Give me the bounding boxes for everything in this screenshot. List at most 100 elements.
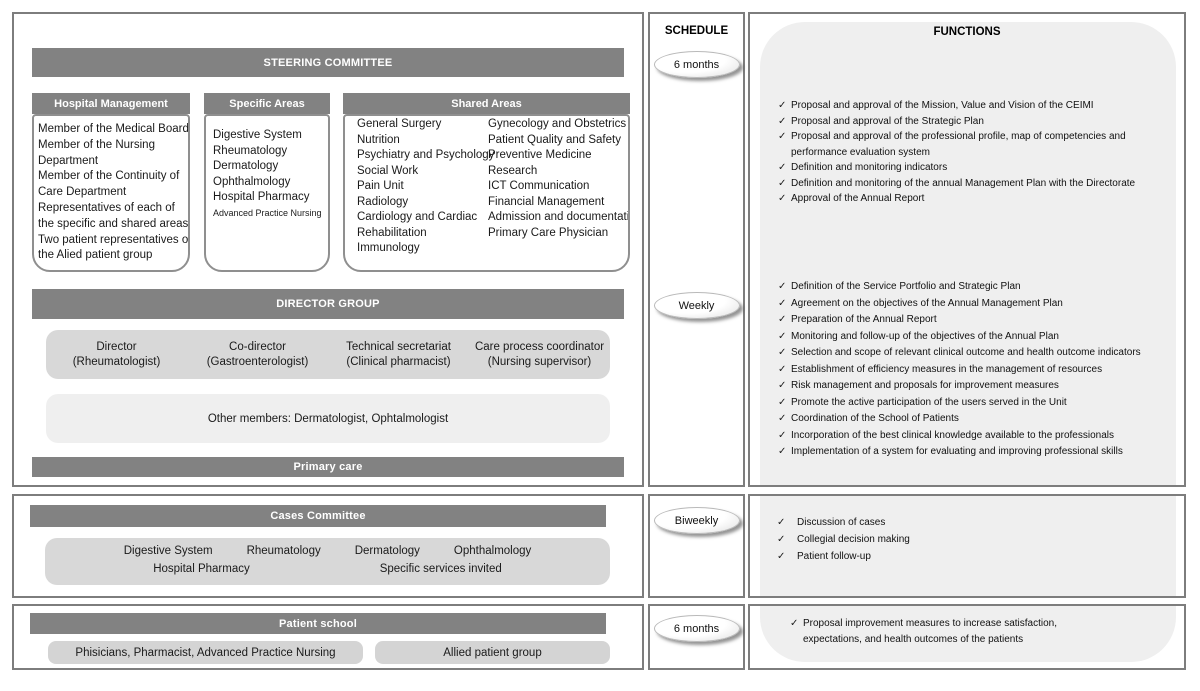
check-icon: ✓ <box>778 396 787 408</box>
check-icon: ✓ <box>778 347 787 358</box>
director-roles: Director (Rheumatologist) Co-director (G… <box>46 330 610 379</box>
role-title: Technical secretariat <box>346 341 451 353</box>
function-item: ✓ Risk management and proposals for impr… <box>778 378 1166 395</box>
list-item: the specific and shared areas <box>38 217 189 230</box>
cases-item: Digestive System <box>123 545 213 557</box>
schedule-cell-3: 6 months <box>648 604 745 670</box>
specific-areas-small-item: Advanced Practice Nursing <box>213 207 322 218</box>
function-text: Coordination of the School of Patients <box>791 413 959 424</box>
function-item: ✓ Patient follow-up <box>777 548 1157 565</box>
list-item: General Surgery <box>357 118 442 130</box>
role-subtitle: (Nursing supervisor) <box>487 355 592 368</box>
function-item: ✓ Monitoring and follow-up of the object… <box>778 329 1166 346</box>
director-functions-list: ✓ Definition of the Service Portfolio an… <box>778 279 1166 461</box>
patient-school-patient-box: Allied patient group <box>375 641 610 664</box>
cases-item: Specific services invited <box>379 563 502 575</box>
list-item: Patient Quality and Safety <box>488 133 621 146</box>
list-item: Gynecology and Obstetrics <box>488 118 627 130</box>
function-text: Patient follow-up <box>797 551 871 562</box>
check-icon: ✓ <box>778 446 787 457</box>
schedule-cell-2: Biweekly <box>648 494 745 598</box>
function-text: Proposal and approval of the Mission, Va… <box>791 100 1094 111</box>
function-text: Proposal and approval of the professiona… <box>791 131 1126 158</box>
hospital-management-group: Hospital Management Member of the Medica… <box>32 93 190 272</box>
function-item: ✓ Selection and scope of relevant clinic… <box>778 345 1166 362</box>
role-title: Co-director <box>229 341 286 353</box>
schedule-badge: 6 months <box>653 51 740 78</box>
cases-item: Hospital Pharmacy <box>153 563 250 575</box>
function-item: ✓ Proposal and approval of the professio… <box>778 129 1160 160</box>
check-icon: ✓ <box>778 100 787 111</box>
role-subtitle: (Clinical pharmacist) <box>346 355 451 368</box>
function-text: Establishment of efficiency measures in … <box>791 363 1103 375</box>
schedule-title: SCHEDULE <box>664 25 729 37</box>
check-icon: ✓ <box>778 193 787 204</box>
role-subtitle: (Gastroenterologist) <box>206 355 309 368</box>
director-group-roles-box: Director (Rheumatologist) Co-director (G… <box>46 330 610 379</box>
function-text: Agreement on the objectives of the Annua… <box>791 297 1063 309</box>
function-text: Definition of the Service Portfolio and … <box>791 281 1021 292</box>
list-item: Hospital Pharmacy <box>213 191 310 203</box>
function-text: Selection and scope of relevant clinical… <box>791 347 1141 358</box>
function-item: ✓ Incorporation of the best clinical kno… <box>778 428 1166 445</box>
list-item: Rehabilitation <box>357 226 427 239</box>
list-item: Representatives of each of <box>38 201 175 214</box>
function-text: Proposal improvement measures to increas… <box>803 618 1058 645</box>
functions-cell-1: FUNCTIONS ✓ Proposal and approval of the… <box>748 12 1186 487</box>
role-title: Care process coordinator <box>474 341 605 353</box>
patient-school-staff-box: Phisicians, Pharmacist, Advanced Practic… <box>48 641 363 664</box>
list-item: Social Work <box>357 164 419 177</box>
function-text: Incorporation of the best clinical knowl… <box>791 429 1114 441</box>
cases-item: Rheumatology <box>246 545 321 557</box>
role-subtitle: (Rheumatologist) <box>72 355 161 368</box>
list-item: Care Department <box>38 186 127 199</box>
steering-functions-list: ✓ Proposal and approval of the Mission, … <box>778 98 1160 207</box>
patient-school-header: Patient school <box>30 613 606 634</box>
hospital-management-title: Hospital Management <box>32 93 190 114</box>
shared-areas-title: Shared Areas <box>343 93 630 114</box>
function-text: Monitoring and follow-up of the objectiv… <box>791 330 1059 342</box>
check-icon: ✓ <box>778 177 787 189</box>
function-text: Approval of the Annual Report <box>791 193 925 204</box>
list-item: Member of the Nursing <box>38 138 155 151</box>
function-text: Collegial decision making <box>797 534 910 545</box>
list-item: Two patient representatives of <box>38 233 190 246</box>
primary-care-bar: Primary care <box>32 457 624 477</box>
functions-title: FUNCTIONS <box>933 26 1001 38</box>
check-icon: ✓ <box>790 618 799 629</box>
cases-item: Dermatology <box>354 545 420 557</box>
check-icon: ✓ <box>778 297 787 309</box>
function-item: ✓ Proposal and approval of the Strategic… <box>778 114 1160 130</box>
list-item: Immunology <box>357 242 420 254</box>
check-icon: ✓ <box>778 131 787 142</box>
director-group-header: DIRECTOR GROUP <box>32 289 624 319</box>
function-item: ✓ Promote the active participation of th… <box>778 395 1166 412</box>
list-item: Digestive System <box>213 129 302 141</box>
function-item: ✓ Proposal and approval of the Mission, … <box>778 98 1160 114</box>
list-item: ICT Communication <box>488 180 590 192</box>
function-item: ✓ Definition and monitoring of the annua… <box>778 176 1160 192</box>
role-title: Director <box>96 341 137 353</box>
other-members-box: Other members: Dermatologist, Ophtalmolo… <box>46 394 610 443</box>
function-item: ✓ Implementation of a system for evaluat… <box>778 444 1166 461</box>
cases-row-2: Hospital Pharmacy Specific services invit… <box>45 563 610 575</box>
schedule-badge: Weekly <box>653 292 740 319</box>
list-item: Nutrition <box>357 133 400 146</box>
function-item: ✓ Definition of the Service Portfolio an… <box>778 279 1166 296</box>
functions-background <box>760 22 1176 485</box>
list-item: Member of the Continuity of <box>38 170 180 183</box>
function-text: Implementation of a system for evaluatin… <box>791 446 1123 457</box>
cases-functions-list: ✓ Discussion of cases ✓ Collegial decisi… <box>777 514 1157 565</box>
check-icon: ✓ <box>777 517 786 528</box>
list-item: Ophthalmology <box>213 175 291 188</box>
schedule-cell-1: SCHEDULE 6 months Weekly <box>648 12 745 487</box>
functions-background <box>760 496 1176 596</box>
